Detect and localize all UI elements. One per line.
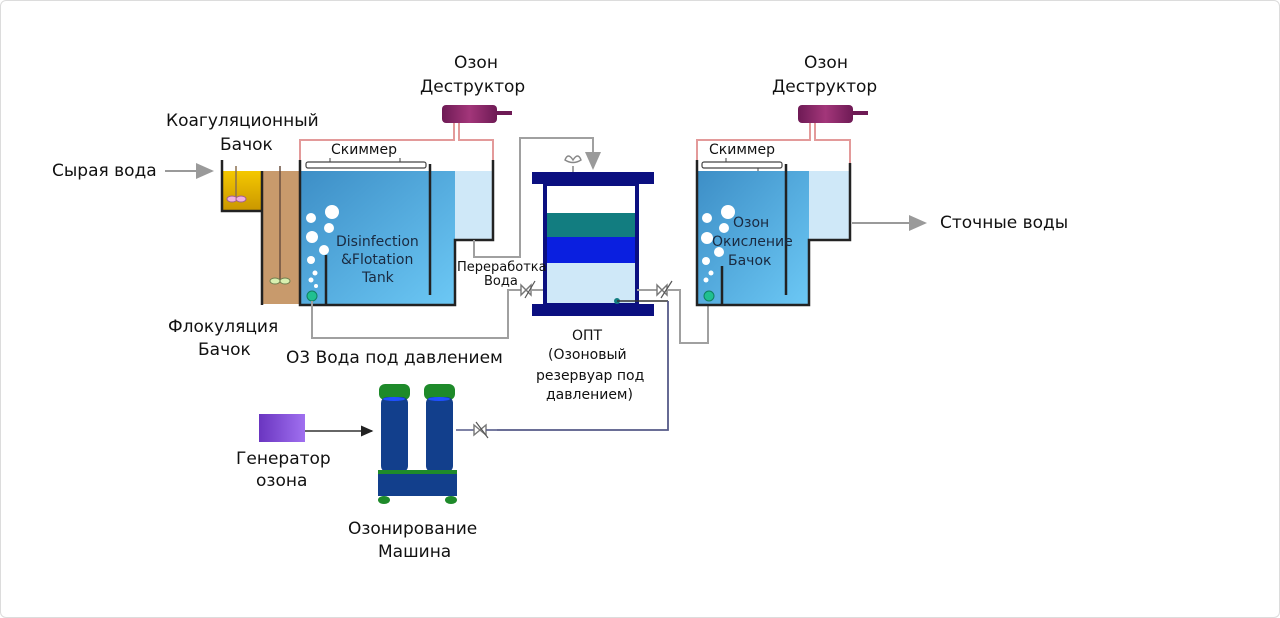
opt-label-4: давлением) bbox=[546, 387, 633, 403]
opt-label-1: ОПТ bbox=[572, 328, 603, 344]
flotation-tank bbox=[298, 158, 495, 307]
valve-machine-icon bbox=[473, 421, 489, 439]
oxidation-tank-label-3: Бачок bbox=[728, 253, 772, 269]
destructor-1-label-2: Деструктор bbox=[420, 77, 526, 97]
flotation-tank-label-3: Tank bbox=[362, 270, 394, 286]
ozone-destructor-1 bbox=[299, 105, 512, 160]
floc-tank-label-1: Флокуляция bbox=[168, 317, 279, 337]
coag-tank-label-1: Коагуляционный bbox=[166, 111, 319, 131]
ozone-gas-line bbox=[497, 301, 669, 431]
opt-label-2: (Озоновый bbox=[548, 347, 627, 363]
skimmer-2-label: Скиммер bbox=[709, 142, 775, 158]
recycle-water-label-2: Вода bbox=[484, 274, 518, 289]
ozone-destructor-2 bbox=[696, 105, 868, 163]
recycle-water-label-1: Переработка bbox=[457, 260, 547, 275]
opt-label-3: резервуар под bbox=[536, 368, 645, 384]
raw-water-label: Сырая вода bbox=[52, 161, 157, 181]
ozone-generator bbox=[259, 414, 305, 442]
skimmer-1-label: Скиммер bbox=[331, 142, 397, 158]
coag-tank-label-2: Бачок bbox=[220, 135, 273, 155]
o3-pressure-pipe bbox=[311, 289, 530, 339]
valve-recycle-icon bbox=[520, 280, 536, 299]
flocculation-tank bbox=[260, 166, 300, 305]
machine-label-1: Озонирование bbox=[348, 519, 478, 539]
diffuser-icon bbox=[306, 290, 318, 302]
coagulation-tank bbox=[220, 160, 262, 213]
destructor-2-label-1: Озон bbox=[804, 53, 848, 73]
effluent-label: Сточные воды bbox=[940, 213, 1069, 233]
floc-tank-label-2: Бачок bbox=[198, 340, 251, 360]
generator-label-2: озона bbox=[256, 471, 308, 491]
ozonation-machine bbox=[378, 384, 457, 504]
generator-label-1: Генератор bbox=[236, 449, 331, 469]
opt-vessel bbox=[532, 155, 668, 316]
valve-oxidation-icon bbox=[656, 280, 673, 299]
destructor-1-label-1: Озон bbox=[454, 53, 498, 73]
recycle-pipe bbox=[473, 137, 601, 258]
skimmer-bar bbox=[305, 161, 427, 169]
destructor-2-label-2: Деструктор bbox=[772, 77, 878, 97]
oxidation-feed-pipe bbox=[667, 289, 709, 344]
o3-pressure-water-label: O3 Вода под давлением bbox=[286, 348, 503, 368]
flotation-tank-label-1: Disinfection bbox=[336, 234, 419, 250]
machine-label-2: Машина bbox=[378, 542, 452, 562]
flotation-tank-label-2: &Flotation bbox=[341, 252, 414, 268]
oxidation-tank-label-1: Озон bbox=[733, 215, 770, 231]
vent-valve-icon bbox=[564, 155, 582, 164]
oxidation-tank bbox=[695, 158, 852, 307]
oxidation-tank-label-2: Окисление bbox=[712, 234, 793, 250]
